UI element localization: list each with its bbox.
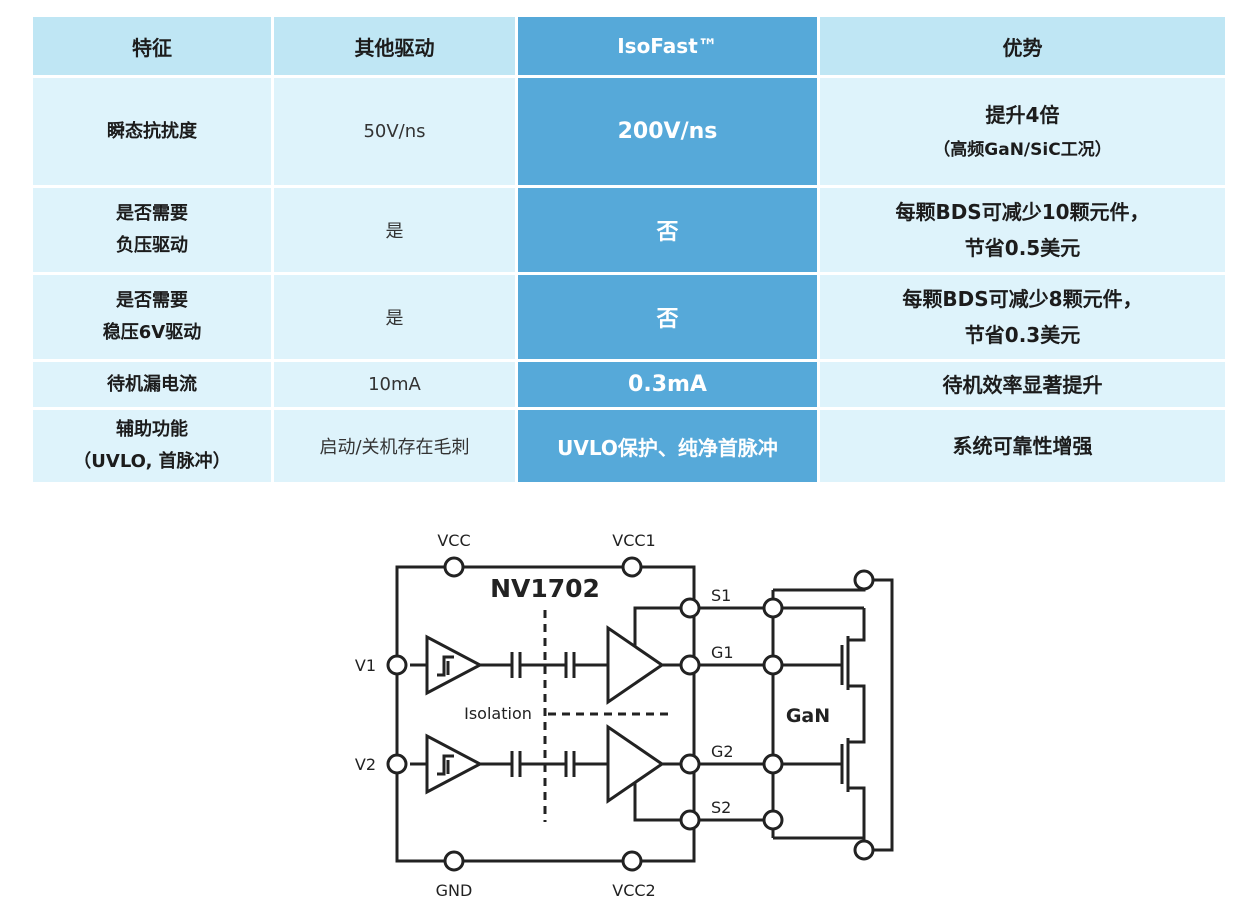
table-row: 辅助功能 （UVLO, 首脉冲） 启动/关机存在毛刺 UVLO保护、纯净首脉冲 … xyxy=(30,407,1228,485)
node-bottom xyxy=(853,839,875,861)
schmitt-trigger-icon xyxy=(437,754,454,776)
pin-vcc xyxy=(443,556,465,578)
label-v2: V2 xyxy=(355,755,376,774)
header-isofast: IsoFast™ xyxy=(515,14,820,78)
pin-vcc2 xyxy=(621,850,643,872)
feature-cell: 辅助功能 （UVLO, 首脉冲） xyxy=(30,407,274,485)
pin-g1 xyxy=(679,654,701,676)
node-g1 xyxy=(762,654,784,676)
feature-text: 辅助功能 xyxy=(116,419,188,440)
schmitt-trigger-icon xyxy=(437,655,454,677)
input-buffer-1 xyxy=(425,634,484,696)
isolation-label-bg xyxy=(456,702,538,724)
advantage-text: 每颗BDS可减少10颗元件， xyxy=(895,200,1150,224)
feature-text: 瞬态抗扰度 xyxy=(107,120,197,142)
advantage-cell: 每颗BDS可减少8颗元件， 节省0.3美元 xyxy=(817,272,1228,362)
chip-name: NV1702 xyxy=(490,574,600,603)
node-s2 xyxy=(762,809,784,831)
advantage-cell: 待机效率显著提升 xyxy=(817,359,1228,410)
advantage-text: 提升4倍 xyxy=(985,102,1060,127)
comparison-table: 特征 其他驱动 IsoFast™ 优势 瞬态抗扰度 50V/ns 200V/ns… xyxy=(30,14,1228,485)
feature-text: 负压驱动 xyxy=(116,235,188,256)
label-vcc: VCC xyxy=(437,531,470,550)
advantage-cell: 系统可靠性增强 xyxy=(817,407,1228,485)
advantage-text: 每颗BDS可减少8颗元件， xyxy=(902,287,1143,311)
isofast-cell: 否 xyxy=(515,185,820,275)
label-g2: G2 xyxy=(711,742,734,761)
label-gnd: GND xyxy=(436,881,473,900)
table-header-row: 特征 其他驱动 IsoFast™ 优势 xyxy=(30,14,1228,78)
header-other-drivers: 其他驱动 xyxy=(271,14,518,78)
feature-text: 是否需要 xyxy=(116,203,188,224)
label-s1: S1 xyxy=(711,586,731,605)
header-advantage: 优势 xyxy=(817,14,1228,78)
label-v1: V1 xyxy=(355,656,376,675)
advantage-note: （高频GaN/SiC工况） xyxy=(933,139,1112,160)
node-s1 xyxy=(762,597,784,619)
feature-cell: 是否需要 稳压6V驱动 xyxy=(30,272,274,362)
node-top xyxy=(853,569,875,591)
feature-text: 稳压6V驱动 xyxy=(102,322,202,343)
label-vcc1: VCC1 xyxy=(612,531,655,550)
other-driver-cell: 是 xyxy=(271,272,518,362)
pin-g2 xyxy=(679,753,701,775)
feature-cell: 瞬态抗扰度 xyxy=(30,75,274,188)
isofast-cell: 否 xyxy=(515,272,820,362)
gan-switch xyxy=(840,608,866,838)
pin-v1 xyxy=(386,654,408,676)
other-driver-cell: 是 xyxy=(271,185,518,275)
gan-label: GaN xyxy=(786,705,830,727)
pin-v2 xyxy=(386,753,408,775)
feature-cell: 是否需要 负压驱动 xyxy=(30,185,274,275)
pin-gnd xyxy=(443,850,465,872)
pin-s1 xyxy=(679,597,701,619)
table-row: 是否需要 负压驱动 是 否 每颗BDS可减少10颗元件， 节省0.5美元 xyxy=(30,185,1228,275)
advantage-text: 节省0.3美元 xyxy=(964,323,1081,347)
isofast-cell: UVLO保护、纯净首脉冲 xyxy=(515,407,820,485)
other-driver-cell: 10mA xyxy=(271,359,518,410)
advantage-text: 待机效率显著提升 xyxy=(942,372,1103,397)
label-g1: G1 xyxy=(711,643,734,662)
header-feature: 特征 xyxy=(30,14,274,78)
feature-cell: 待机漏电流 xyxy=(30,359,274,410)
other-driver-cell: 50V/ns xyxy=(271,75,518,188)
node-g2 xyxy=(762,753,784,775)
label-vcc2: VCC2 xyxy=(612,881,655,900)
pin-s2 xyxy=(679,809,701,831)
feature-text: 是否需要 xyxy=(116,290,188,311)
advantage-cell: 每颗BDS可减少10颗元件， 节省0.5美元 xyxy=(817,185,1228,275)
isofast-cell: 0.3mA xyxy=(515,359,820,410)
table-row: 瞬态抗扰度 50V/ns 200V/ns 提升4倍 （高频GaN/SiC工况） xyxy=(30,75,1228,188)
advantage-text: 节省0.5美元 xyxy=(964,236,1081,260)
table-row: 是否需要 稳压6V驱动 是 否 每颗BDS可减少8颗元件， 节省0.3美元 xyxy=(30,272,1228,362)
other-driver-cell: 启动/关机存在毛刺 xyxy=(271,407,518,485)
chip-outline xyxy=(395,565,696,863)
label-s2: S2 xyxy=(711,798,731,817)
pin-vcc1 xyxy=(621,556,643,578)
table-row: 待机漏电流 10mA 0.3mA 待机效率显著提升 xyxy=(30,359,1228,410)
isolation-label: Isolation xyxy=(464,704,532,723)
advantage-cell: 提升4倍 （高频GaN/SiC工况） xyxy=(817,75,1228,188)
input-buffer-2 xyxy=(425,733,484,795)
feature-text: 待机漏电流 xyxy=(107,373,197,395)
isofast-cell: 200V/ns xyxy=(515,75,820,188)
advantage-text: 系统可靠性增强 xyxy=(952,434,1093,458)
feature-text: （UVLO, 首脉冲） xyxy=(73,451,231,472)
